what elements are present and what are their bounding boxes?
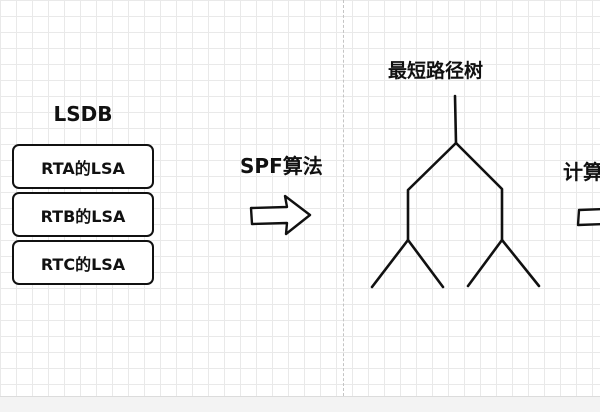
lsa-entry-rtb: RTB的LSA — [12, 192, 154, 237]
lsa-entry-rta: RTA的LSA — [12, 144, 154, 189]
tree-root-branch — [453, 94, 458, 145]
tree-right-leaves — [466, 238, 541, 288]
tree-left-branch — [406, 141, 458, 242]
shortest-path-tree — [370, 94, 541, 289]
spf-algorithm-label: SPF算法 — [240, 154, 323, 178]
arrow-right-icon-partial — [576, 207, 600, 227]
arrow-right-icon — [249, 194, 312, 236]
shortest-path-tree-title: 最短路径树 — [388, 60, 484, 82]
lsdb-title: LSDB — [53, 102, 113, 126]
lsa-entry-rtc: RTC的LSA — [12, 240, 154, 285]
calculation-label-partial: 计算 — [563, 160, 600, 184]
dashed-divider — [343, 0, 344, 396]
bottom-scroll-strip[interactable] — [0, 396, 600, 412]
tree-right-branch — [454, 141, 504, 242]
tree-left-leaves — [370, 238, 445, 289]
